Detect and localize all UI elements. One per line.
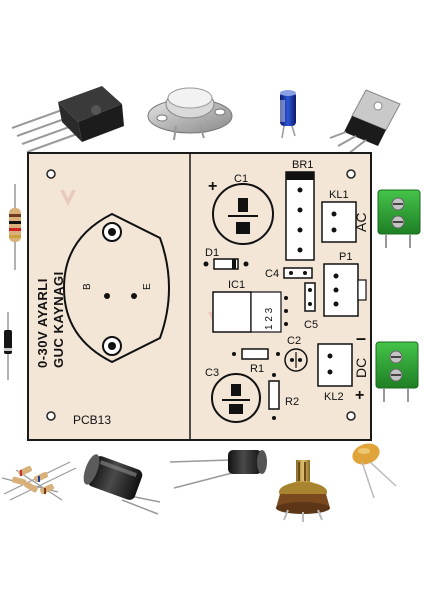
c1-label: C1: [234, 173, 248, 185]
c5-label: C5: [304, 319, 318, 331]
board-title-line2: GUC KAYNAGI: [51, 271, 66, 368]
r2-footprint: R2: [268, 373, 299, 420]
c3-label: C3: [205, 367, 219, 379]
c2-footprint: C2: [284, 335, 308, 372]
ic1-footprint: IC1 1 2 3: [212, 279, 288, 333]
diode-icon: [4, 312, 12, 380]
screw-terminal-dc-icon: [375, 341, 419, 402]
d1-label: D1: [205, 247, 219, 259]
electrolytic-capacitor-icon: [280, 90, 296, 139]
to220-regulator-icon: [329, 89, 401, 155]
c5-footprint: C5: [304, 282, 318, 331]
resistor-bundle-icon: [1, 461, 77, 501]
c2-label: C2: [287, 335, 301, 347]
ceramic-capacitor-icon: [352, 443, 397, 499]
d1-footprint: D1: [203, 247, 249, 270]
r1-footprint: R1: [232, 348, 280, 375]
potentiometer-icon: [276, 460, 330, 522]
c1-footprint: C1: [212, 173, 274, 245]
pin-b-label: B: [82, 283, 93, 290]
ic1-pins-label: 1 2 3: [264, 307, 275, 330]
p1-label: P1: [339, 251, 352, 263]
c3-footprint: C3: [205, 367, 261, 423]
c1-plus-sign: +: [208, 178, 217, 195]
kl1-label: KL1: [329, 189, 349, 201]
kl2-label: KL2: [324, 391, 344, 403]
pcb-board: B E 0-30V AYARLI GUC KAYNAGI PCB13 + C1 …: [27, 152, 372, 441]
pin-e-label: E: [142, 283, 153, 290]
large-electrolytic-capacitor-icon: [83, 454, 161, 515]
transistor-footprint: B E: [62, 212, 170, 364]
c4-footprint: C4: [265, 267, 313, 280]
ic1-label: IC1: [228, 279, 245, 291]
bridge-rectifier-icon: [11, 86, 124, 153]
br1-footprint: BR1: [285, 159, 315, 261]
small-capacitor-icon: [169, 450, 267, 489]
kl2-footprint: KL2 DC – +: [317, 328, 369, 404]
screw-terminal-ac-icon: [377, 189, 421, 248]
dc-plus-sign: +: [355, 387, 364, 404]
c4-label: C4: [265, 268, 279, 280]
dc-label: DC: [353, 358, 369, 378]
board-title-line1: 0-30V AYARLI: [35, 278, 50, 368]
dc-minus-sign: –: [356, 328, 366, 348]
pcb-name: PCB13: [73, 413, 111, 427]
r2-label: R2: [285, 396, 299, 408]
resistor-icon: [9, 184, 21, 270]
br1-label: BR1: [292, 159, 313, 171]
ac-label: AC: [353, 213, 369, 232]
r1-label: R1: [250, 363, 264, 375]
kl1-footprint: KL1 AC: [321, 189, 369, 243]
p1-footprint: P1: [323, 251, 367, 317]
to3-transistor-icon: [147, 87, 233, 141]
